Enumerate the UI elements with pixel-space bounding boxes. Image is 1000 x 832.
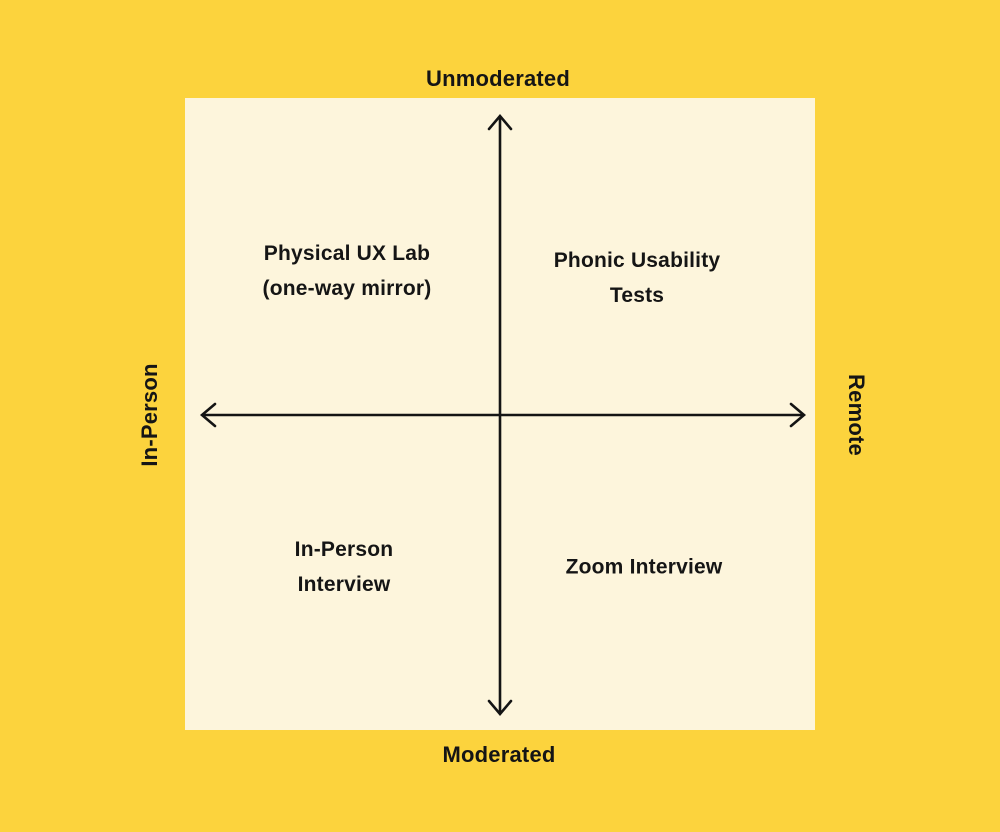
quadrant-top-right-line2: Tests: [609, 284, 665, 307]
quadrant-bottom-left-line1: In-Person: [294, 538, 394, 561]
quadrant-top-left-label: Physical UX Lab (one-way mirror): [187, 236, 507, 306]
quadrant-top-left-line2: (one-way mirror): [262, 277, 432, 300]
axis-label-in-person: In-Person: [137, 363, 162, 467]
quadrant-panel: [185, 98, 815, 730]
quadrant-bottom-right-label: Zoom Interview: [484, 550, 804, 585]
quadrant-bottom-right-line1: Zoom Interview: [565, 555, 723, 579]
quadrant-top-right-label: Phonic Usability Tests: [477, 243, 797, 313]
quadrant-bottom-left-label: In-Person Interview: [184, 532, 504, 602]
quadrant-top-right-line1: Phonic Usability: [553, 249, 721, 272]
axis-label-unmoderated: Unmoderated: [426, 66, 570, 91]
axis-label-moderated: Moderated: [442, 742, 556, 767]
quadrant-bottom-left-line2: Interview: [297, 573, 391, 596]
quadrant-top-left-line1: Physical UX Lab: [263, 242, 431, 265]
axis-label-remote: Remote: [844, 374, 869, 456]
